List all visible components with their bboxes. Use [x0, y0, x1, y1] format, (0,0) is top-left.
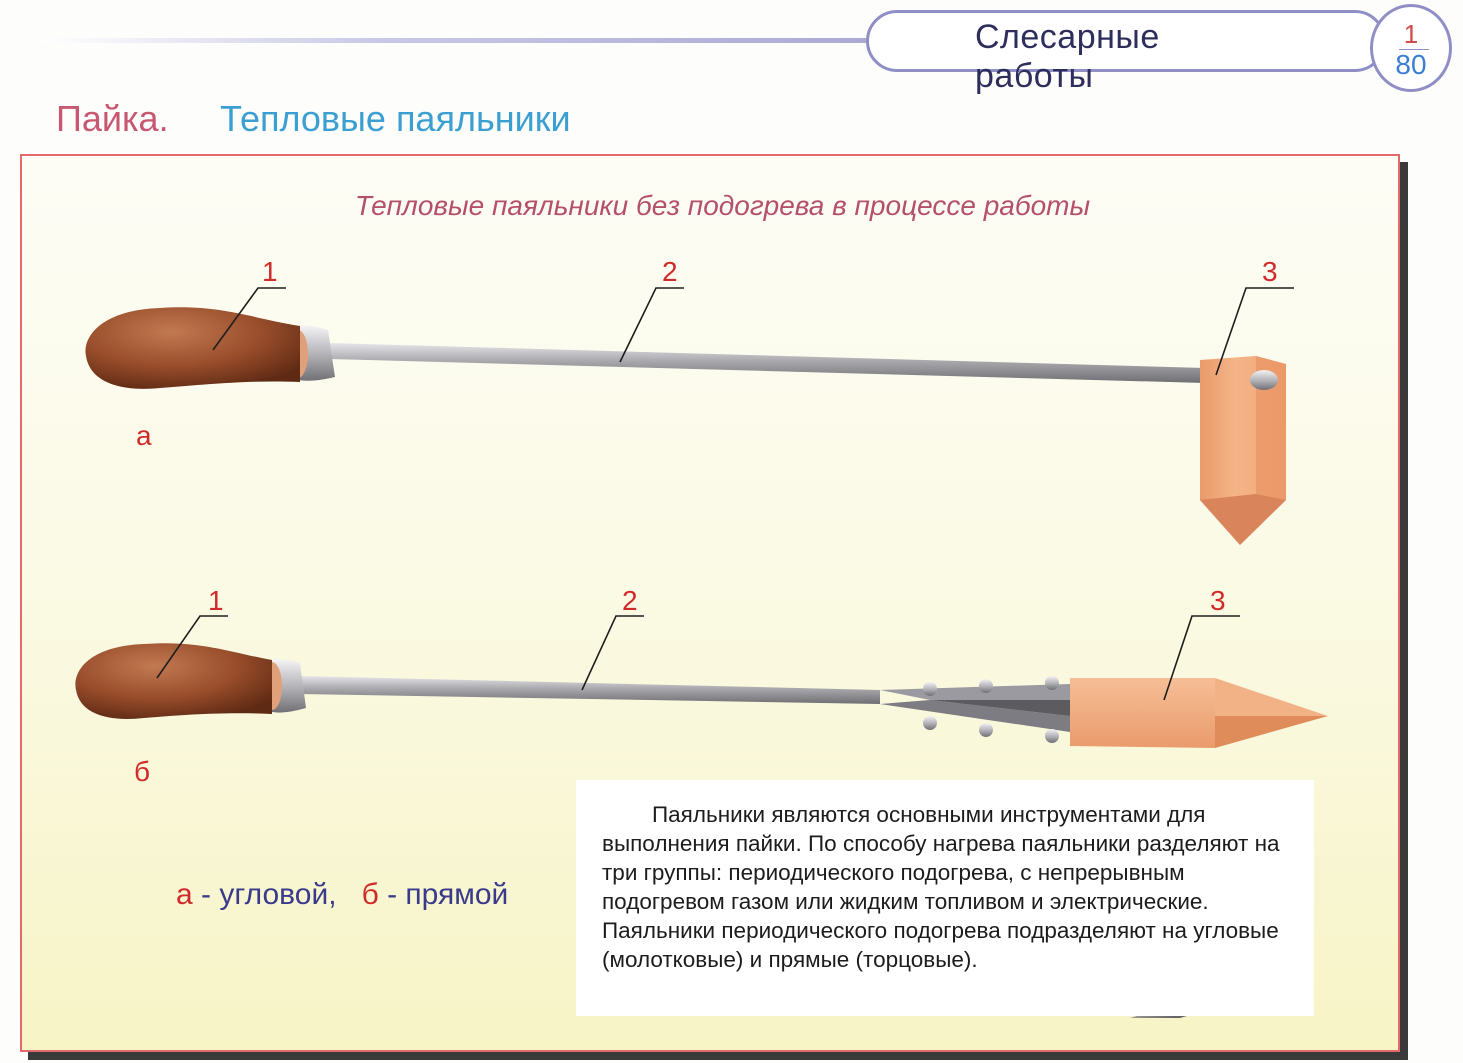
callout-b-2: 2	[622, 585, 638, 616]
figure-a-label: а	[136, 420, 152, 451]
header-title: Слесарные работы	[975, 18, 1160, 95]
figure-b-label: б	[134, 756, 151, 787]
callout-a-2: 2	[662, 256, 678, 287]
callout-lines-b	[156, 615, 1240, 701]
legend-b-key: б	[361, 878, 379, 911]
header-pill	[866, 10, 1386, 72]
description-text: Паяльники являются основными инструмента…	[602, 802, 1280, 972]
rivet-a	[1250, 370, 1278, 390]
callout-a-1: 1	[262, 256, 278, 287]
rivet-b-5	[1045, 676, 1059, 690]
rivet-b-4	[979, 723, 993, 737]
page-number-separator	[1399, 49, 1429, 50]
soldering-iron-angled	[85, 307, 1286, 545]
rod-a	[330, 343, 1205, 383]
description-box: Паяльники являются основными инструмента…	[576, 780, 1314, 1016]
handle-a	[85, 307, 300, 389]
legend-b-text: - прямой	[378, 878, 509, 911]
callout-b-3: 3	[1210, 585, 1226, 616]
soldering-iron-straight	[75, 643, 1328, 748]
panel-title: Тепловые паяльники без подогрева в проце…	[354, 190, 1091, 221]
callout-lines-a	[212, 287, 1294, 376]
handle-b	[75, 643, 272, 719]
callout-a-3: 3	[1262, 256, 1278, 287]
legend: а - угловой, б - прямой	[176, 878, 508, 912]
section-subheading: Тепловые паяльники	[220, 98, 571, 139]
rivet-b-2	[923, 716, 937, 730]
section-heading: Пайка.	[56, 98, 169, 139]
header-rule	[40, 38, 880, 43]
page-number-bottom: 80	[1395, 49, 1427, 80]
page-number-badge: 1 80	[1370, 4, 1452, 92]
callout-b-1: 1	[208, 585, 224, 616]
page-number-top: 1	[1403, 19, 1419, 49]
rivet-b-1	[923, 682, 937, 696]
legend-a-key: а	[176, 878, 193, 911]
rivet-b-3	[979, 679, 993, 693]
rod-b	[300, 676, 880, 704]
legend-a-text: - угловой,	[192, 878, 337, 911]
rivet-b-6	[1045, 729, 1059, 743]
copper-head-b	[1070, 678, 1215, 748]
